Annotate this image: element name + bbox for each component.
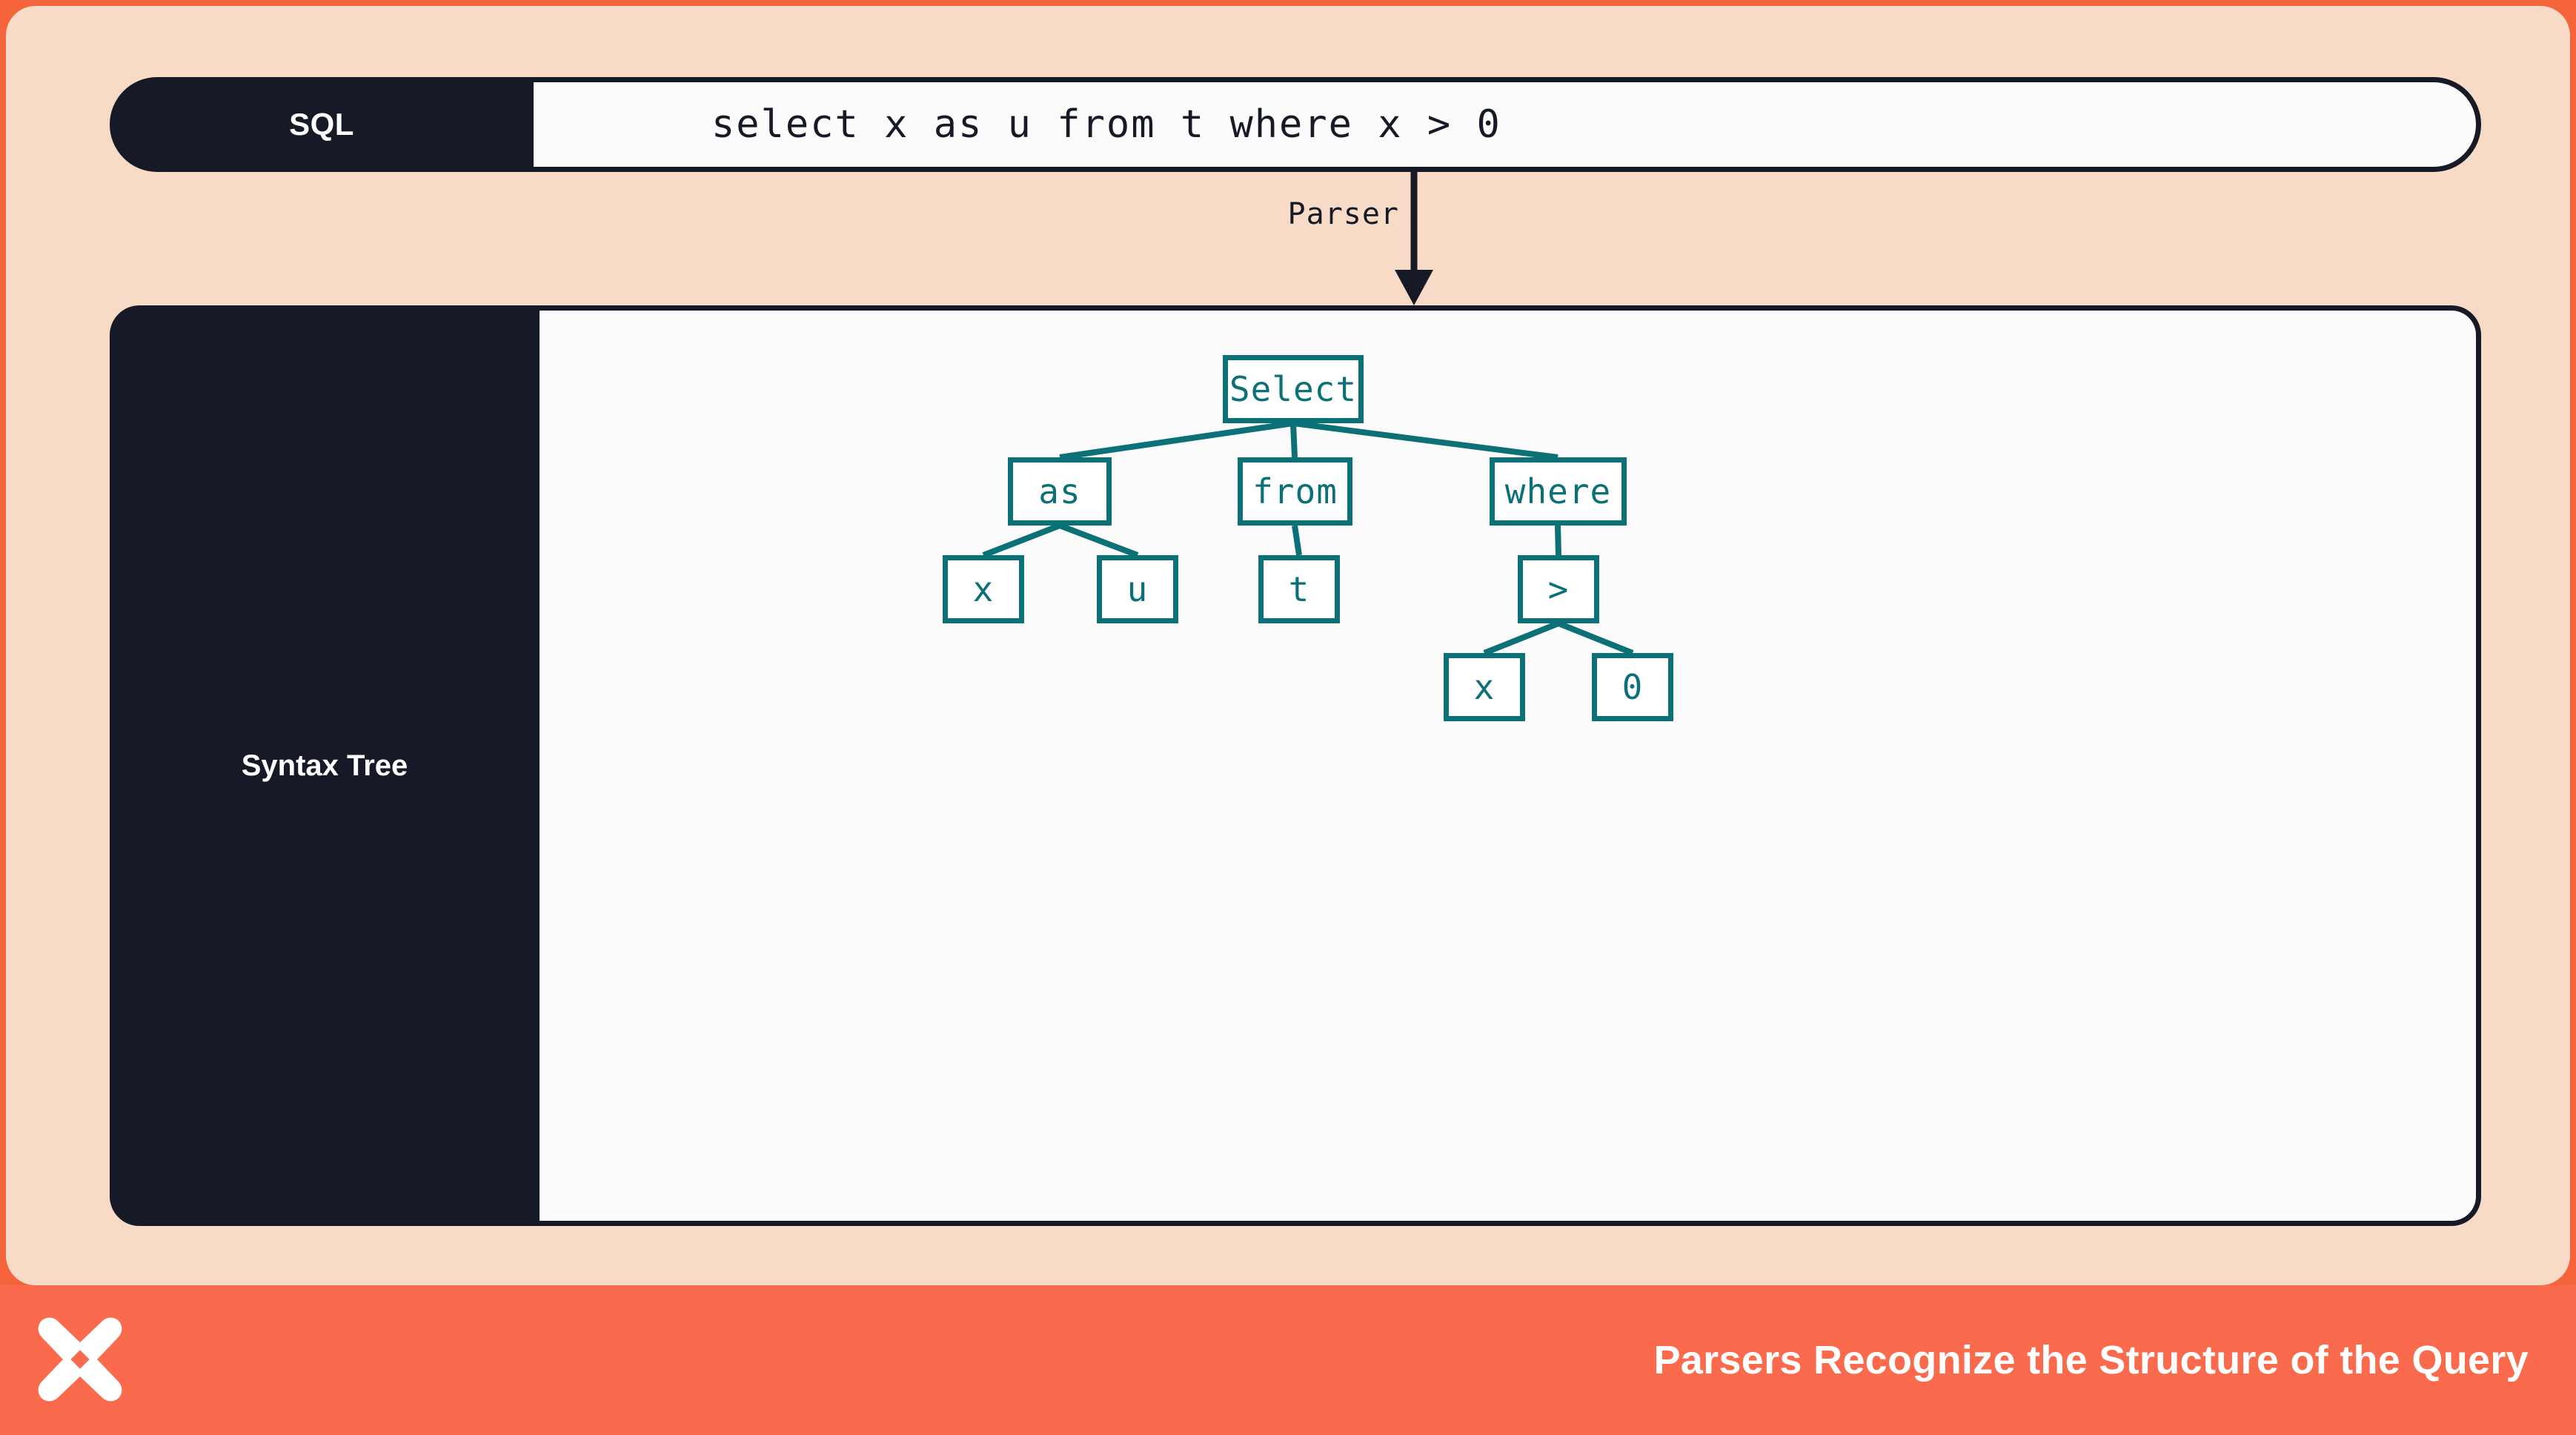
tree-node-t-table[interactable]: t [1258, 555, 1340, 623]
footer-bar: Parsers Recognize the Structure of the Q… [0, 1285, 2576, 1435]
content-card: select x as u from t where x > 0 SQL Par… [6, 6, 2570, 1285]
tree-node-label: x [1473, 667, 1496, 707]
tree-node-where[interactable]: where [1490, 457, 1627, 526]
syntax-tree-label: Syntax Tree [110, 305, 540, 1226]
tree-node-label: as [1038, 471, 1081, 511]
footer-caption: Parsers Recognize the Structure of the Q… [1653, 1338, 2529, 1382]
down-arrow-icon [1395, 172, 1433, 305]
tree-node-label: from [1252, 471, 1338, 511]
tree-node-label: t [1288, 569, 1310, 609]
edge-group [982, 420, 1634, 656]
tree-edges [982, 420, 1634, 656]
tree-node-zero-literal[interactable]: 0 [1592, 653, 1673, 721]
tree-node-label: > [1547, 569, 1570, 609]
tree-node-from[interactable]: from [1238, 457, 1352, 526]
sql-query-field[interactable]: select x as u from t where x > 0 [534, 77, 2481, 172]
tree-node-label: x [972, 569, 995, 609]
parser-transform: Parser [1266, 172, 1562, 305]
sql-row-label: SQL [110, 77, 534, 172]
syntax-tree-panel: Select as from where x u t [110, 305, 2481, 1226]
parser-label: Parser [1287, 197, 1399, 231]
sql-row-label-text: SQL [289, 107, 354, 142]
syntax-tree-label-text: Syntax Tree [241, 749, 408, 782]
sql-row: select x as u from t where x > 0 SQL [110, 77, 2481, 172]
tree-node-x-column[interactable]: x [943, 555, 1024, 623]
syntax-tree-canvas: Select as from where x u t [534, 305, 2481, 1226]
tree-node-u-alias[interactable]: u [1097, 555, 1178, 623]
tree-node-select[interactable]: Select [1223, 355, 1364, 423]
tree-node-label: Select [1229, 369, 1358, 409]
tree-node-as[interactable]: as [1008, 457, 1112, 526]
tree-node-x-operand[interactable]: x [1444, 653, 1525, 721]
sql-query-text: select x as u from t where x > 0 [711, 102, 1501, 147]
tree-node-label: where [1504, 471, 1612, 511]
x-star-logo-icon [38, 1317, 122, 1402]
tree-node-greater-than[interactable]: > [1518, 555, 1599, 623]
tree-node-label: 0 [1621, 667, 1644, 707]
tree-node-label: u [1126, 569, 1149, 609]
